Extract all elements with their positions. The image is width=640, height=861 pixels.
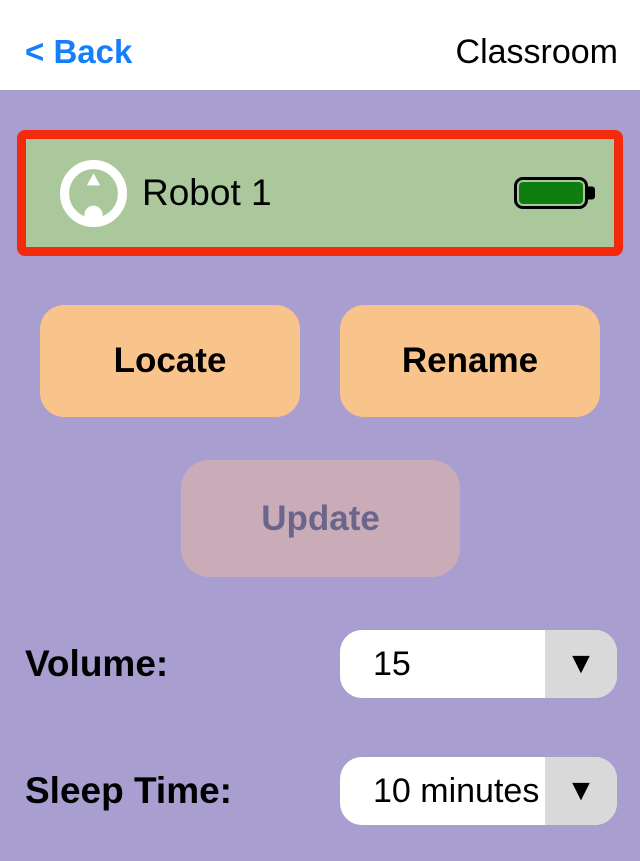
volume-value: 15 [373, 644, 411, 683]
back-button[interactable]: < Back [25, 33, 133, 70]
sleep-time-label: Sleep Time: [25, 770, 233, 811]
page-title: Classroom [455, 32, 618, 71]
chevron-down-icon: ▼ [566, 774, 596, 807]
battery-nub [588, 186, 595, 200]
battery-full-icon [514, 177, 595, 209]
rename-button[interactable]: Rename [340, 305, 600, 417]
chevron-down-icon: ▼ [566, 647, 596, 680]
locate-button[interactable]: Locate [40, 305, 300, 417]
robot-card-selected[interactable]: Robot 1 [17, 130, 623, 256]
robot-icon [60, 159, 127, 227]
sleep-time-setting-row: Sleep Time: 10 minutes ▼ [0, 757, 640, 825]
sleep-time-dropdown[interactable]: 10 minutes ▼ [340, 757, 617, 825]
volume-dropdown-cap: ▼ [545, 630, 617, 698]
update-button[interactable]: Update [181, 460, 460, 577]
volume-label: Volume: [25, 643, 169, 684]
sleep-time-value: 10 minutes [373, 771, 540, 810]
volume-setting-row: Volume: 15 ▼ [0, 630, 640, 698]
robot-name: Robot 1 [142, 172, 272, 213]
sleep-time-dropdown-cap: ▼ [545, 757, 617, 825]
header-bar: < Back Classroom [0, 0, 640, 90]
volume-dropdown[interactable]: 15 ▼ [340, 630, 617, 698]
battery-level-fill [519, 182, 583, 204]
